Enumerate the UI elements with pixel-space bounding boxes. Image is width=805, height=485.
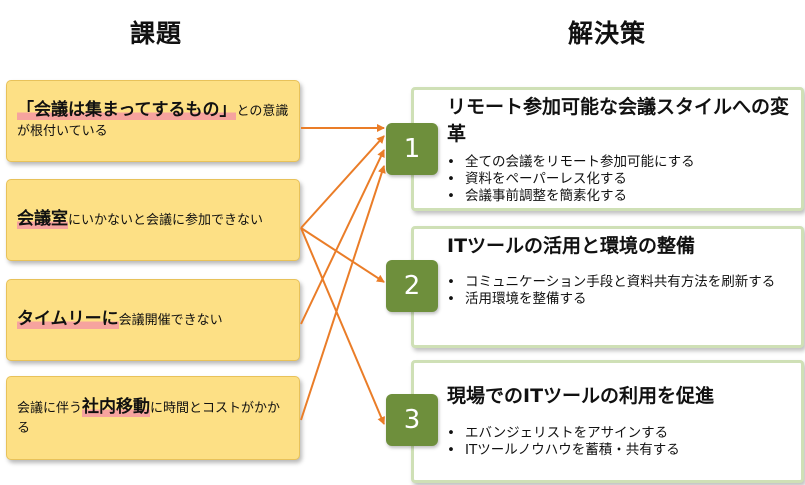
issue-text-3: タイムリーに会議開催できない <box>17 309 223 331</box>
solution-title-2: ITツールの活用と環境の整備 <box>447 235 696 257</box>
issue-box-4: 会議に伴う社内移動に時間とコストがかかる <box>6 376 300 460</box>
solutions-heading: 解決策 <box>568 19 647 48</box>
issue-post-4: に時間とコストがかかる <box>17 401 281 436</box>
issue-text-2: 会議室にいかないと会議に参加できない <box>17 209 263 231</box>
solution-1-bullet: 資料をペーパーレス化する <box>447 171 695 188</box>
solution-box-2: ITツールの活用と環境の整備 コミュニケーション手段と資料共有方法を刷新する 活… <box>411 226 804 348</box>
issue-post-3: 会議開催できない <box>118 313 223 328</box>
arrow-issue2-to-solution1 <box>300 135 385 229</box>
solution-3-bullet: ITツールノウハウを蓄積・共有する <box>447 442 680 459</box>
issue-emphasis-4: 社内移動 <box>82 397 151 417</box>
issues-heading: 課題 <box>130 19 183 48</box>
issue-box-2: 会議室にいかないと会議に参加できない <box>6 179 300 261</box>
solution-bullets-2: コミュニケーション手段と資料共有方法を刷新する 活用環境を整備する <box>447 274 795 308</box>
solution-2-bullet: 活用環境を整備する <box>447 291 795 308</box>
solution-box-3: 現場でのITツールの利用を促進 エバンジェリストをアサインする ITツールノウハ… <box>411 360 804 483</box>
solution-box-1: リモート参加可能な会議スタイルへの変革 全ての会議をリモート参加可能にする 資料… <box>411 87 804 211</box>
issue-pre-4: 会議に伴う <box>17 401 83 416</box>
arrow-issue4-to-solution1 <box>300 165 386 421</box>
issue-emphasis-1: 「会議は集まってするもの」 <box>17 100 237 120</box>
solution-bullets-3: エバンジェリストをアサインする ITツールノウハウを蓄積・共有する <box>447 425 680 459</box>
solution-2-bullet: コミュニケーション手段と資料共有方法を刷新する <box>447 274 795 291</box>
issue-box-1: 「会議は集まってするもの」との意識が根付いている <box>6 80 300 162</box>
arrow-issue2-to-solution3 <box>300 227 385 425</box>
issue-box-3: タイムリーに会議開催できない <box>6 279 300 361</box>
solution-title-1: リモート参加可能な会議スタイルへの変革 <box>447 96 790 145</box>
arrow-issue3-to-solution1 <box>300 149 385 325</box>
solution-number-3: 3 <box>386 394 438 446</box>
issue-post-1: との意識が根付いている <box>17 104 289 139</box>
issue-emphasis-2: 会議室 <box>17 209 68 229</box>
solution-number-2: 2 <box>386 260 438 312</box>
issue-text-1: 「会議は集まってするもの」との意識が根付いている <box>17 100 289 142</box>
arrow-issue2-to-solution2 <box>300 227 385 283</box>
issue-text-4: 会議に伴う社内移動に時間とコストがかかる <box>17 397 289 439</box>
solution-1-bullet: 会議事前調整を簡素化する <box>447 188 695 205</box>
solution-number-1: 1 <box>386 123 438 175</box>
issue-post-2: にいかないと会議に参加できない <box>68 213 264 228</box>
solution-title-3: 現場でのITツールの利用を促進 <box>447 385 715 407</box>
solution-bullets-1: 全ての会議をリモート参加可能にする 資料をペーパーレス化する 会議事前調整を簡素… <box>447 154 695 205</box>
issue-emphasis-3: タイムリーに <box>17 309 119 329</box>
solution-3-bullet: エバンジェリストをアサインする <box>447 425 680 442</box>
solution-1-bullet: 全ての会議をリモート参加可能にする <box>447 154 695 171</box>
